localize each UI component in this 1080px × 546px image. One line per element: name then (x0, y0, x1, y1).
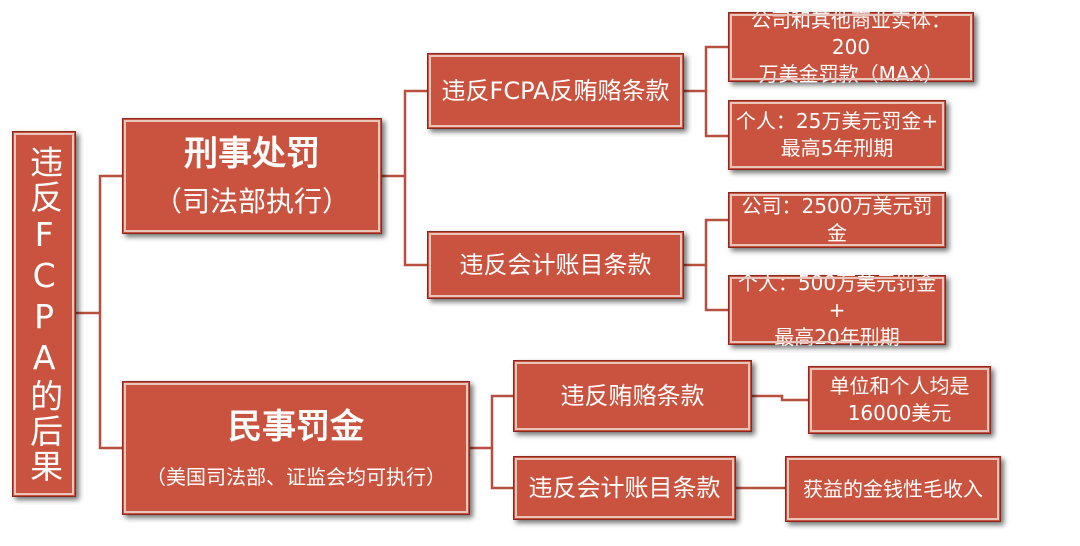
criminal-title: 刑事处罚 (184, 134, 320, 175)
civil-accounting-label: 违反会计账目条款 (528, 474, 721, 502)
fcpa-company-penalty-line1: 公司和其他商业实体：200 (751, 7, 951, 59)
connector-root-branches (98, 174, 122, 450)
civil-accounting-penalty-node: 获益的金钱性毛收入 (785, 456, 1001, 522)
connector-civil-branches (490, 394, 513, 490)
root-node: 违反FCPA的后果 (12, 131, 76, 497)
accounting-individual-penalty-line2: 最高20年刑期 (774, 324, 900, 349)
fcpa-individual-penalty-line1: 个人：25万美元罚金+ (735, 109, 939, 133)
connector-accounting-branches (704, 218, 728, 312)
criminal-penalty-node: 刑事处罚 （司法部执行） (122, 118, 382, 234)
criminal-accounting-label: 违反会计账目条款 (459, 251, 652, 279)
civil-bribery-penalty-line2: 16000美元 (847, 401, 952, 425)
fcpa-individual-penalty-line2: 最高5年刑期 (780, 136, 894, 160)
connector-criminal-branches (403, 89, 427, 267)
criminal-accounting-node: 违反会计账目条款 (427, 231, 684, 299)
accounting-individual-penalty-line1: 个人：500万美元罚金+ (737, 270, 937, 322)
civil-bribery-node: 违反贿赂条款 (513, 360, 752, 432)
fcpa-company-penalty-line2: 万美金罚款（MAX） (758, 61, 944, 86)
criminal-subtitle: （司法部执行） (153, 184, 350, 218)
connector-fcpa-branches (704, 45, 728, 138)
civil-accounting-penalty: 获益的金钱性毛收入 (803, 476, 983, 501)
civil-bribery-label: 违反贿赂条款 (560, 382, 705, 410)
civil-penalty-node: 民事罚金 （美国司法部、证监会均可执行） (122, 381, 470, 515)
civil-bribery-penalty-node: 单位和个人均是 16000美元 (808, 366, 991, 434)
accounting-individual-penalty-node: 个人：500万美元罚金+ 最高20年刑期 (728, 271, 946, 349)
civil-subtitle: （美国司法部、证监会均可执行） (146, 464, 446, 489)
civil-accounting-node: 违反会计账目条款 (513, 456, 736, 520)
connector-civil-bribery (752, 394, 808, 402)
civil-title: 民事罚金 (228, 407, 364, 448)
fcpa-anti-bribery-label: 违反FCPA反贿赂条款 (441, 77, 670, 105)
fcpa-individual-penalty-node: 个人：25万美元罚金+ 最高5年刑期 (728, 100, 946, 170)
accounting-company-penalty: 公司：2500万美元罚金 (741, 194, 933, 245)
accounting-company-penalty-node: 公司：2500万美元罚金 (728, 192, 946, 248)
fcpa-anti-bribery-node: 违反FCPA反贿赂条款 (427, 53, 684, 129)
civil-bribery-penalty-line1: 单位和个人均是 (829, 374, 970, 398)
fcpa-company-penalty-node: 公司和其他商业实体：200 万美金罚款（MAX） (728, 8, 974, 86)
